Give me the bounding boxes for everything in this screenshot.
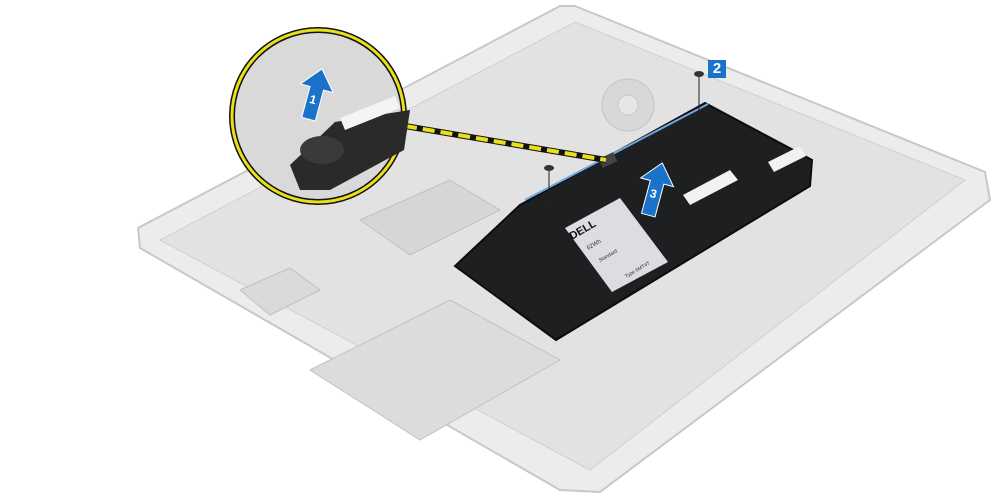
memory-module xyxy=(358,179,502,256)
lift-battery-arrow-icon: 3 xyxy=(639,162,675,218)
battery-connector xyxy=(598,152,618,168)
screw-icon xyxy=(544,165,554,205)
step-3-label: 3 xyxy=(648,186,658,201)
step-1-label: 1 xyxy=(308,92,318,107)
magnified-connector xyxy=(300,136,344,164)
battery-edge-strip xyxy=(524,103,709,201)
hard-drive-bay xyxy=(308,299,562,441)
screw-icon xyxy=(694,71,704,110)
battery-label-sticker xyxy=(565,198,668,292)
lift-arrow-icon: 1 xyxy=(299,68,335,122)
battery-serial-label xyxy=(768,146,806,172)
step-2-callout: 2 xyxy=(708,60,726,78)
callout-leader-dash xyxy=(404,124,607,162)
battery-barcode-label xyxy=(683,170,738,205)
wlan-card xyxy=(239,267,321,316)
fan-hub xyxy=(617,94,639,116)
magnified-cable xyxy=(290,110,410,190)
magnified-cable-tape xyxy=(340,96,400,130)
